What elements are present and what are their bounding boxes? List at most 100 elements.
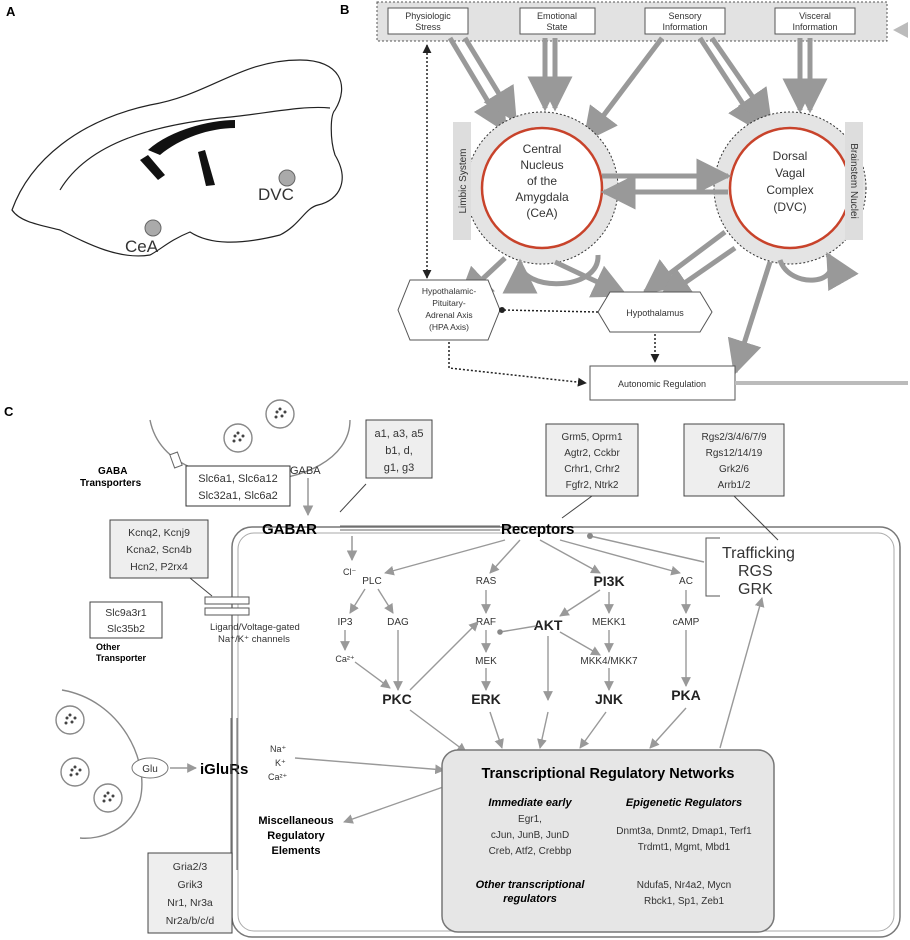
channel-genes-link — [189, 577, 213, 597]
limbic-system-label: Limbic System — [453, 122, 471, 240]
svg-text:Grm5, Oprm1: Grm5, Oprm1 — [561, 432, 623, 443]
other-transporter-genes-box: Slc9a3r1 Slc35b2 — [89, 601, 163, 639]
svg-text:Amygdala: Amygdala — [515, 190, 569, 204]
ion-ca: Ca²⁺ — [268, 772, 288, 782]
svg-text:b1, d,: b1, d, — [385, 445, 413, 457]
svg-text:Pituitary-: Pituitary- — [432, 298, 466, 308]
brainstem-nuclei-label: Brainstem Nuclei — [845, 122, 863, 240]
node-plc: PLC — [362, 576, 381, 587]
svg-text:Brainstem Nuclei: Brainstem Nuclei — [848, 143, 859, 219]
node-pi3k: PI3K — [593, 573, 624, 589]
hpa-axis-node: Hypothalamic- Pituitary- Adrenal Axis (H… — [397, 279, 501, 341]
gaba-label: GABA — [290, 465, 321, 477]
svg-text:Central: Central — [523, 142, 562, 156]
svg-text:Grk2/6: Grk2/6 — [719, 464, 749, 475]
node-ras: RAS — [476, 576, 497, 587]
node-pkc: PKC — [382, 691, 412, 707]
svg-text:Adrenal Axis: Adrenal Axis — [425, 310, 472, 320]
svg-text:Agtr2, Cckbr: Agtr2, Cckbr — [564, 448, 620, 459]
other-tr-heading-2: regulators — [503, 893, 557, 905]
svg-text:Crhr1, Crhr2: Crhr1, Crhr2 — [564, 464, 620, 475]
cell-outer-membrane — [231, 526, 901, 938]
svg-text:Limbic System: Limbic System — [458, 148, 469, 213]
node-mekk1: MEKK1 — [592, 617, 626, 628]
glu-node: Glu — [131, 757, 169, 779]
ie-gene-1: Egr1, — [518, 814, 542, 825]
glutamate-vesicle-dots — [64, 713, 115, 803]
svg-text:Kcnq2, Kcnj9: Kcnq2, Kcnj9 — [128, 527, 190, 539]
svg-text:Hypothalamic-: Hypothalamic- — [422, 286, 476, 296]
ion-arrow — [294, 757, 445, 775]
svg-text:Elements: Elements — [272, 845, 321, 857]
cea-node: Central Nucleus of the Amygdala (CeA) — [465, 111, 619, 265]
svg-text:g1, g3: g1, g3 — [384, 462, 415, 474]
downstream-arrows — [457, 230, 773, 376]
cl-label: Cl⁻ — [343, 567, 356, 577]
node-raf: RAF — [476, 617, 496, 628]
dvc-node: Dorsal Vagal Complex (DVC) — [713, 111, 867, 265]
node-jnk: JNK — [595, 691, 623, 707]
receptor-genes-box: Grm5, Oprm1 Agtr2, Cckbr Crhr1, Crhr2 Fg… — [545, 423, 639, 497]
svg-text:Nr2a/b/c/d: Nr2a/b/c/d — [166, 915, 215, 927]
iglurs-label: iGluRs — [200, 761, 248, 778]
svg-text:(DVC): (DVC) — [773, 200, 806, 214]
svg-text:Hypothalamus: Hypothalamus — [626, 308, 684, 318]
svg-text:Stress: Stress — [415, 22, 441, 32]
trafficking-bracket — [705, 537, 720, 597]
rgs-genes-box: Rgs2/3/4/6/7/9 Rgs12/14/19 Grk2/6 Arrb1/… — [683, 423, 785, 497]
dotted-connectors — [422, 44, 660, 387]
trn-input-arrows — [409, 597, 765, 753]
panel-b-label: B — [340, 2, 349, 17]
ion-k: K⁺ — [275, 758, 286, 768]
hypothalamus-node: Hypothalamus — [597, 291, 713, 333]
node-mkk: MKK4/MKK7 — [580, 656, 638, 667]
rgs-label: RGS — [738, 563, 773, 580]
gaba-transporter-channel — [169, 451, 183, 469]
ie-gene-2: cJun, JunB, JunD — [491, 830, 569, 841]
panel-c-label: C — [4, 404, 14, 419]
epi-gene-2: Trdmt1, Mgmt, Mbd1 — [638, 842, 731, 853]
input-arrows — [447, 36, 828, 143]
svg-text:Physiologic: Physiologic — [405, 11, 451, 21]
other-transporter-label-2: Transporter — [96, 653, 147, 663]
input-band-arrow — [893, 22, 908, 38]
svg-text:(CeA): (CeA) — [526, 206, 557, 220]
svg-text:Kcna2, Scn4b: Kcna2, Scn4b — [126, 544, 192, 556]
svg-text:Sensory: Sensory — [668, 11, 702, 21]
node-ca: Ca²⁺ — [335, 654, 355, 664]
node-erk: ERK — [471, 691, 501, 707]
node-mek: MEK — [475, 656, 497, 667]
epi-gene-1: Dnmt3a, Dnmt2, Dmap1, Terf1 — [616, 826, 752, 837]
epigenetic-heading: Epigenetic Regulators — [626, 797, 742, 809]
brain-sagittal-outline — [11, 59, 343, 257]
other-transporter-label-1: Other — [96, 642, 121, 652]
receptors-trafficking-link — [587, 533, 705, 563]
receptor-genes-link — [561, 495, 593, 519]
input-physiologic-stress: Physiologic Stress — [387, 7, 469, 35]
gabar-subunits-box: a1, a3, a5 b1, d, g1, g3 — [365, 419, 433, 479]
svg-text:a1, a3, a5: a1, a3, a5 — [375, 428, 424, 440]
svg-text:Fgfr2, Ntrk2: Fgfr2, Ntrk2 — [566, 480, 619, 491]
ion-channel-icon — [204, 596, 250, 616]
signaling-nodes: PLC RAS PI3K AC IP3 DAG RAF AKT MEKK1 cA… — [335, 573, 700, 707]
node-ip3: IP3 — [337, 617, 352, 628]
autonomic-regulation-node: Autonomic Regulation — [589, 365, 736, 401]
svg-text:Visceral: Visceral — [799, 11, 831, 21]
svg-text:Nucleus: Nucleus — [520, 158, 563, 172]
other-gene-2: Rbck1, Sp1, Zeb1 — [644, 896, 724, 907]
svg-text:Slc35b2: Slc35b2 — [107, 623, 145, 635]
cea-label: CeA — [125, 237, 159, 256]
gaba-transporters-label-2: Transporters — [80, 478, 142, 489]
svg-text:Slc32a1, Slc6a2: Slc32a1, Slc6a2 — [198, 490, 278, 502]
gabar-subunit-link — [339, 483, 367, 513]
panel-a-label: A — [6, 4, 16, 19]
node-akt: AKT — [534, 617, 563, 633]
node-camp: cAMP — [673, 617, 700, 628]
misc-arrow — [343, 785, 447, 824]
channel-label-1: Ligand/Voltage-gated — [210, 622, 300, 633]
other-tr-heading-1: Other transcriptional — [476, 879, 586, 891]
svg-text:Complex: Complex — [766, 183, 813, 197]
immediate-early-heading: Immediate early — [488, 797, 572, 809]
svg-text:State: State — [546, 22, 567, 32]
svg-text:Regulatory: Regulatory — [267, 830, 325, 842]
